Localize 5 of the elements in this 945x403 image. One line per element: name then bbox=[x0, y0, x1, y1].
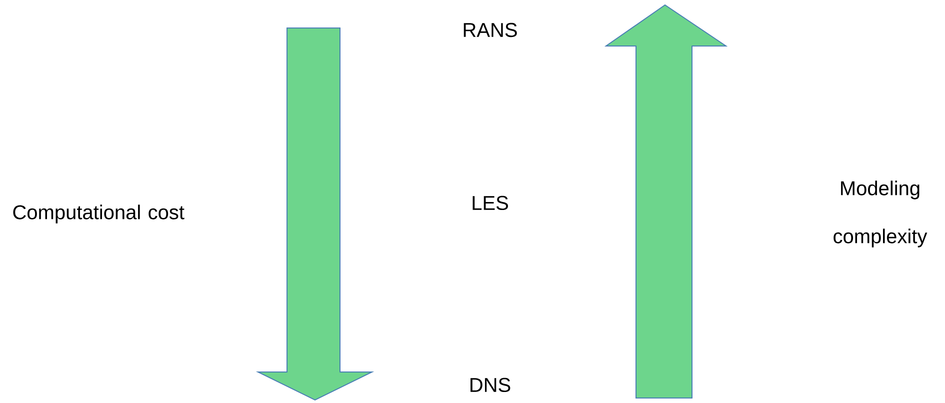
level-label: DNS bbox=[470, 378, 510, 392]
axis-label: Modeling complexity bbox=[834, 180, 928, 248]
axis-label: Computational cost bbox=[13, 204, 184, 224]
level-label: LES bbox=[472, 196, 508, 210]
level-label: RANS bbox=[464, 22, 517, 38]
